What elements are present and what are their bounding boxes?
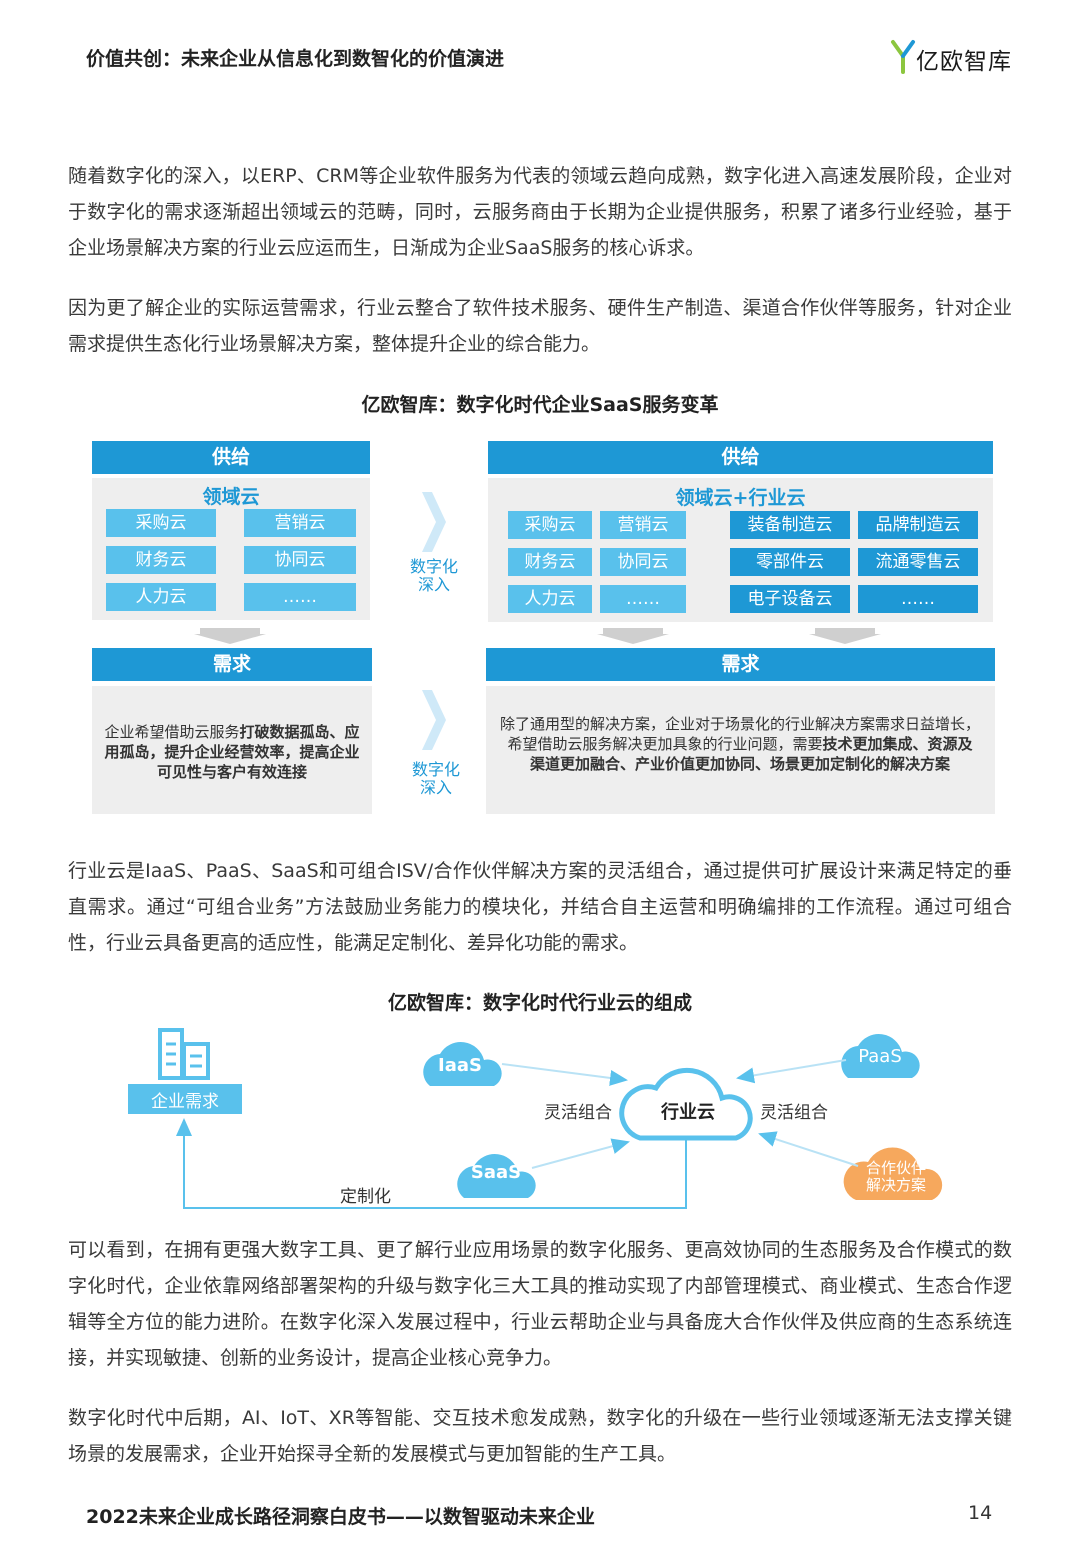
paragraph-3: 行业云是IaaS、PaaS、SaaS和可组合ISV/合作伙伴解决方案的灵活组合，…	[68, 860, 1012, 954]
enterprise-demand-label: 企业需求	[151, 1092, 219, 1112]
middle-label-2: 数字化 深入	[411, 760, 460, 797]
iaas-arrow	[501, 1063, 628, 1086]
right-down-arrow-icon-2	[809, 628, 881, 644]
building-icon	[158, 1028, 210, 1080]
right-domain-cell-1: 采购云	[508, 511, 592, 539]
industry-cloud-label: 行业云	[661, 1102, 715, 1123]
paas-cloud-icon	[841, 1034, 920, 1078]
right-industry-cell-1: 装备制造云	[730, 511, 850, 539]
left-cell-4: 协同云	[244, 546, 356, 574]
left-supply-subtitle: 领域云	[202, 486, 260, 508]
right-industry-cell-6: ……	[858, 585, 978, 613]
paragraph-2: 因为更了解企业的实际运营需求，行业云整合了软件技术服务、硬件生产制造、渠道合作伙…	[68, 297, 1012, 355]
combine-right-label: 灵活组合	[760, 1103, 828, 1123]
logo-mark-icon	[891, 40, 915, 74]
left-down-arrow-icon	[194, 628, 266, 644]
right-domain-cell-4: 协同云	[600, 548, 686, 576]
left-cell-6: ……	[244, 583, 356, 611]
paas-arrow	[736, 1059, 847, 1084]
saas-label: SaaS	[470, 1162, 522, 1183]
figure1-title: 亿欧智库：数字化时代企业SaaS服务变革	[361, 394, 719, 416]
customize-arrow	[176, 1118, 687, 1209]
right-supply-subtitle: 领域云+行业云	[675, 487, 806, 509]
right-domain-cell-3: 财务云	[508, 548, 592, 576]
page-header-title: 价值共创：未来企业从信息化到数智化的价值演进	[86, 48, 505, 70]
left-cell-2: 营销云	[244, 509, 356, 537]
left-supply-bar: 供给	[92, 441, 370, 474]
saas-arrow	[531, 1138, 630, 1169]
customize-label: 定制化	[340, 1187, 391, 1207]
industry-cloud-icon	[619, 1067, 753, 1141]
left-demand-bar: 需求	[92, 648, 372, 681]
left-cell-5: 人力云	[106, 583, 216, 611]
middle-label-1: 数字化 深入	[409, 557, 458, 594]
right-industry-cell-4: 流通零售云	[858, 548, 978, 576]
right-industry-cell-5: 电子设备云	[730, 585, 850, 613]
iaas-cloud-icon	[423, 1042, 502, 1086]
right-domain-cell-6: ……	[600, 585, 686, 613]
left-cell-1: 采购云	[106, 509, 216, 537]
paragraph-1: 随着数字化的深入，以ERP、CRM等企业软件服务为代表的领域云趋向成熟，数字化进…	[68, 165, 1012, 259]
left-demand-panel	[92, 686, 372, 814]
figure2-diagram	[128, 1028, 943, 1209]
right-domain-cell-5: 人力云	[508, 585, 592, 613]
enterprise-demand-box	[128, 1084, 242, 1114]
right-demand-bar: 需求	[486, 648, 995, 681]
partner-label: 合作伙伴 解决方案	[865, 1159, 926, 1194]
figure2-title: 亿欧智库：数字化时代行业云的组成	[387, 992, 692, 1014]
footer-title: 2022未来企业成长路径洞察白皮书——以数智驱动未来企业	[86, 1506, 595, 1528]
right-domain-cell-2: 营销云	[600, 511, 686, 539]
right-industry-cell-2: 品牌制造云	[858, 511, 978, 539]
chevron-right-icon-2	[422, 690, 446, 750]
right-supply-bar: 供给	[488, 441, 993, 474]
right-down-arrow-icon-1	[597, 628, 669, 644]
partner-arrow	[758, 1131, 859, 1167]
saas-cloud-icon	[457, 1154, 536, 1198]
iaas-label: IaaS	[438, 1055, 482, 1076]
combine-left-label: 灵活组合	[544, 1103, 612, 1123]
partner-cloud-icon	[843, 1147, 943, 1200]
paragraph-4: 可以看到，在拥有更强大数字工具、更了解行业应用场景的数字化服务、更高效协同的生态…	[68, 1239, 1012, 1369]
logo: 亿欧智库	[890, 38, 1020, 76]
left-demand-text: 企业希望借助云服务打破数据孤岛、应用孤岛，提升企业经营效率，提高企业可见性与客户…	[104, 723, 360, 781]
paragraph-5: 数字化时代中后期，AI、IoT、XR等智能、交互技术愈发成熟，数字化的升级在一些…	[68, 1407, 1012, 1465]
right-industry-cell-3: 零部件云	[730, 548, 850, 576]
left-cell-3: 财务云	[106, 546, 216, 574]
chevron-right-icon-1	[422, 492, 446, 552]
logo-text: 亿欧智库	[916, 49, 1012, 75]
page-number: 14	[968, 1502, 993, 1524]
right-demand-panel	[486, 686, 995, 814]
right-demand-text: 除了通用型的解决方案，企业对于场景化的行业解决方案需求日益增长，希望借助云服务解…	[500, 715, 981, 773]
paas-label: PaaS	[858, 1046, 902, 1067]
